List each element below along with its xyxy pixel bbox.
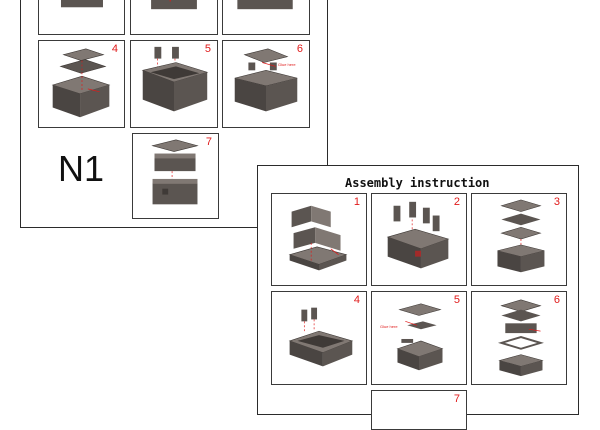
assembly-step-cell-3: 3 bbox=[471, 193, 567, 286]
assembly-step-cell-4: 4 bbox=[271, 291, 367, 385]
assembly-title: Assembly instruction bbox=[345, 176, 490, 190]
sheet-label-n1: N1 bbox=[58, 148, 105, 189]
step-number: 2 bbox=[453, 196, 460, 208]
step-number: 7 bbox=[205, 136, 212, 148]
assembly-step-cell-5: 5 Glue here bbox=[371, 291, 467, 385]
n1-step-cell-7: 7 bbox=[132, 133, 219, 219]
n1-step-cell-top-3 bbox=[222, 0, 310, 35]
sheet-n1: 4 5 6 bbox=[20, 0, 328, 228]
step-number: 4 bbox=[353, 294, 360, 306]
n1-step-cell-top-2 bbox=[130, 0, 218, 35]
step-number: 1 bbox=[353, 196, 360, 208]
n1-step-cell-6: 6 Glue here bbox=[222, 40, 310, 128]
assembly-step-cell-6: 6 bbox=[471, 291, 567, 385]
glue-note: Glue here bbox=[278, 62, 296, 67]
assembly-step-cell-2: 2 bbox=[371, 193, 467, 286]
step-number: 4 bbox=[111, 43, 118, 55]
assembly-step-cell-7: 7 bbox=[371, 390, 467, 430]
n1-step-cell-4: 4 bbox=[38, 40, 125, 128]
step-number: 7 bbox=[453, 393, 460, 405]
sheet-assembly: Assembly instruction 1 2 bbox=[257, 165, 579, 430]
n1-step-cell-5: 5 bbox=[130, 40, 218, 128]
glue-note: Glue here bbox=[380, 324, 398, 329]
step-number: 5 bbox=[453, 294, 460, 306]
step-number: 6 bbox=[296, 43, 303, 55]
n1-step-cell-top-1 bbox=[38, 0, 125, 35]
step-number: 3 bbox=[553, 196, 560, 208]
step-number: 5 bbox=[204, 43, 211, 55]
assembly-step-cell-1: 1 bbox=[271, 193, 367, 286]
step-number: 6 bbox=[553, 294, 560, 306]
